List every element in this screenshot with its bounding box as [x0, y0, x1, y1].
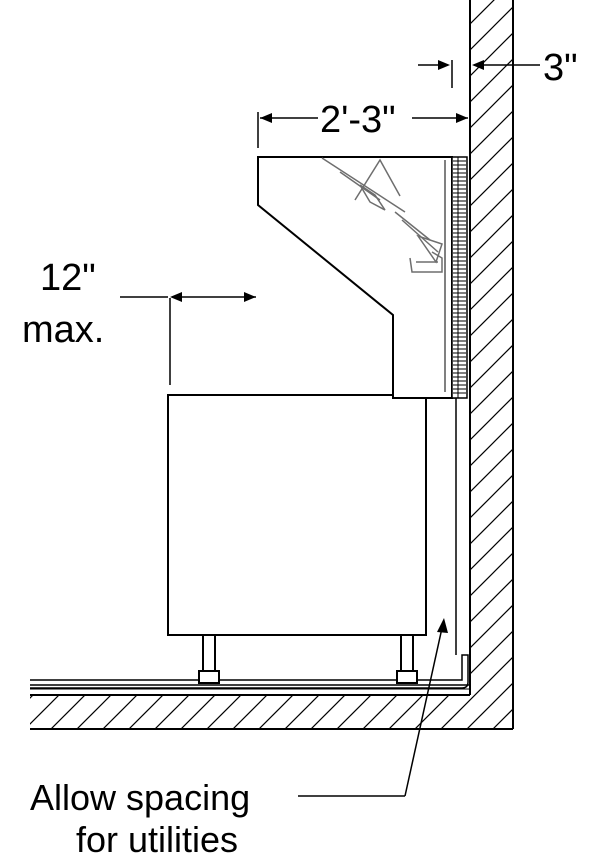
dimension-wall-clearance: 3" — [418, 47, 578, 89]
overhang-value-label: 12" — [40, 257, 96, 299]
overhang-suffix-label: max. — [22, 309, 104, 351]
unit-depth-label: 2'-3" — [320, 99, 396, 141]
water-tray — [359, 184, 386, 211]
slide-rail-1 — [321, 157, 406, 213]
utilities-note: Allow spacing for utilities — [30, 618, 448, 860]
head-body — [257, 156, 453, 399]
wall-clearance-label: 3" — [543, 47, 578, 89]
arrowhead-left — [438, 60, 450, 70]
bin-sensor — [409, 251, 443, 273]
left-leg — [202, 634, 216, 672]
left-foot — [198, 670, 220, 684]
note-leader-diagonal — [404, 627, 443, 797]
note-line-2: for utilities — [76, 819, 238, 860]
internal-mechanism — [321, 157, 443, 273]
ice-machine-head — [257, 156, 468, 399]
note-arrowhead — [437, 618, 448, 633]
utility-chase — [426, 397, 457, 655]
slide-rail-2 — [339, 171, 381, 201]
note-line-1: Allow spacing — [30, 777, 250, 818]
utility-conduit — [30, 654, 469, 689]
arrowhead-right — [472, 60, 484, 70]
dimension-unit-depth: 2'-3" — [257, 99, 471, 148]
depth-arrowhead-left — [260, 113, 272, 123]
dimension-overhang: 12" max. — [22, 257, 256, 385]
slide-rail-3 — [394, 211, 431, 241]
storage-bin — [167, 394, 427, 684]
deflector — [416, 234, 443, 264]
grille-ticks — [453, 160, 466, 394]
bin-body — [167, 394, 427, 636]
right-foot — [396, 670, 418, 684]
depth-arrowhead-right — [456, 113, 468, 123]
overhang-arrowhead-right — [244, 292, 256, 302]
right-leg — [400, 634, 414, 672]
